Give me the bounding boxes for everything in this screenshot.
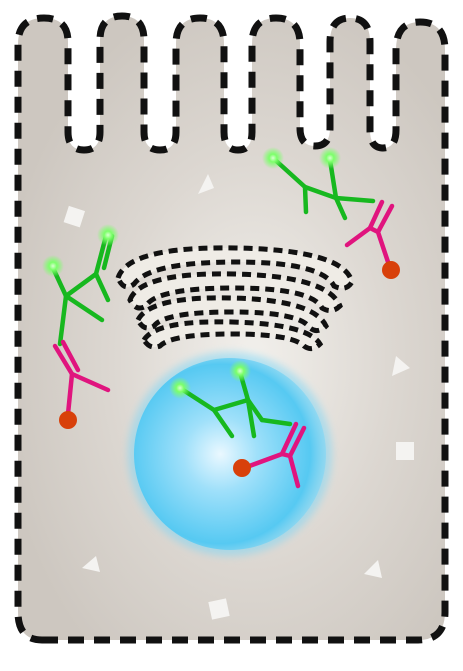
golgi-apparatus-icon: [115, 245, 355, 352]
probe-pair-upper-right: [262, 147, 400, 279]
vesicle-granule-icon: [63, 174, 414, 620]
fluorophore-glow-icon: [97, 224, 119, 246]
primary-antibody-icon: [50, 233, 115, 347]
label-dot-icon: [382, 261, 400, 279]
probe-pair-left: [42, 224, 119, 429]
fluorophore-glow-icon: [229, 360, 251, 382]
nucleus-icon: [128, 352, 332, 556]
fluorophore-glow-icon: [169, 377, 191, 399]
secondary-antibody-icon: [344, 199, 395, 271]
fluorophore-glow-icon: [42, 255, 64, 277]
probe-pair-nucleus: [169, 360, 307, 489]
label-dot-icon: [233, 459, 251, 477]
secondary-antibody-icon: [52, 339, 111, 417]
fluorophore-glow-icon: [319, 147, 341, 169]
fluorophore-glow-icon: [262, 147, 284, 169]
label-dot-icon: [59, 411, 77, 429]
